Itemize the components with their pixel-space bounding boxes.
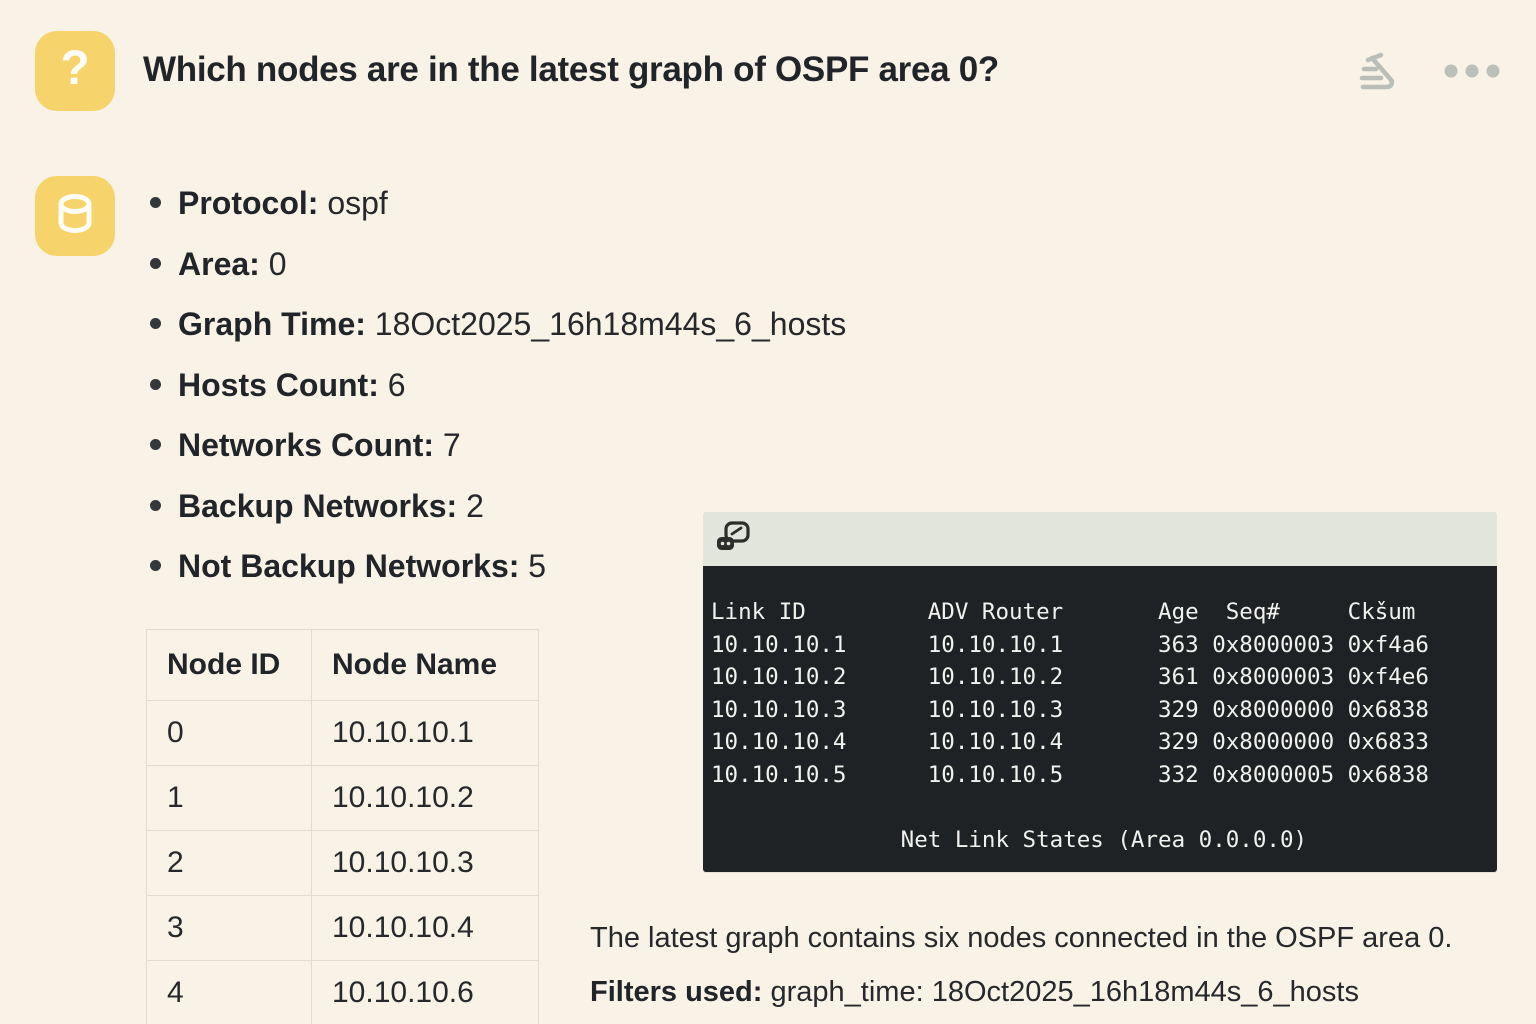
bullet-value: 7 (442, 427, 461, 463)
bullet-value: 2 (466, 487, 484, 524)
router-device-icon (715, 520, 751, 559)
bullet-label: Protocol: (178, 185, 319, 221)
terminal-line (711, 791, 1489, 824)
question-avatar: ? (35, 31, 115, 111)
terminal-line: Net Link States (Area 0.0.0.0) (711, 826, 1308, 853)
table-row: 2 10.10.10.3 (146, 830, 539, 896)
ellipsis-icon (1443, 64, 1501, 85)
node-id-cell: 0 (146, 700, 312, 766)
terminal-line: 10.10.10.3 10.10.10.3 329 0x8000000 0x68… (711, 696, 1429, 723)
table-header-row: Node ID Node Name (146, 629, 539, 701)
node-name-cell: 10.10.10.1 (311, 700, 539, 766)
bullet-label: Networks Count: (178, 427, 434, 463)
bullet-item: Graph Time: 18Oct2025_16h18m44s_6_hosts (150, 307, 846, 341)
bullet-label: Graph Time: (178, 306, 366, 342)
column-header-node-id: Node ID (146, 629, 312, 701)
bullet-value: 0 (268, 245, 287, 282)
bullet-value: ospf (327, 185, 388, 221)
terminal-line: 10.10.10.2 10.10.10.2 361 0x8000003 0xf4… (711, 664, 1429, 690)
bullet-item: Networks Count: 7 (150, 428, 846, 462)
database-icon (50, 189, 100, 244)
more-options-button[interactable] (1443, 60, 1501, 82)
node-table: Node ID Node Name 0 10.10.10.1 1 10.10.1… (146, 629, 539, 1024)
node-id-cell: 4 (146, 960, 312, 1024)
table-row: 0 10.10.10.1 (146, 700, 539, 766)
terminal-output-card: Link ID ADV Router Age Seq# Ckšum 10.10.… (703, 512, 1497, 872)
summary-text: The latest graph contains six nodes conn… (590, 922, 1453, 954)
node-id-cell: 2 (146, 830, 312, 896)
bullet-item: Area: 0 (150, 247, 846, 281)
bullet-label: Hosts Count: (178, 366, 379, 403)
bullet-item: Backup Networks: 2 (150, 489, 846, 523)
bullet-label: Backup Networks: (178, 487, 458, 524)
filters-used-value: graph_time: 18Oct2025_16h18m44s_6_hosts (762, 976, 1359, 1008)
terminal-header (703, 512, 1497, 566)
question-mark-icon: ? (60, 42, 90, 95)
terminal-line: 10.10.10.1 10.10.10.1 363 0x8000003 0xf4… (711, 631, 1429, 658)
node-name-cell: 10.10.10.3 (311, 830, 539, 896)
filters-used-label: Filters used: (590, 976, 763, 1008)
node-name-cell: 10.10.10.4 (311, 895, 539, 961)
node-name-cell: 10.10.10.2 (311, 765, 539, 831)
table-row: 1 10.10.10.2 (146, 765, 539, 831)
column-header-node-name: Node Name (311, 629, 539, 701)
terminal-line: 10.10.10.4 10.10.10.4 329 0x8000000 0x68… (711, 729, 1429, 755)
filters-used-line: Filters used: graph_time: 18Oct2025_16h1… (590, 976, 1359, 1009)
bullet-item: Not Backup Networks: 5 (150, 549, 846, 583)
filter-pen-button[interactable] (1355, 50, 1403, 98)
bullet-label: Not Backup Networks: (178, 548, 520, 584)
answer-avatar (35, 176, 115, 256)
bullet-value: 18Oct2025_16h18m44s_6_hosts (374, 306, 847, 342)
question-title: Which nodes are in the latest graph of O… (143, 50, 999, 89)
table-row: 3 10.10.10.4 (146, 895, 539, 961)
bullet-value: 5 (528, 548, 547, 584)
bullet-value: 6 (387, 366, 406, 403)
filter-pen-icon (1355, 52, 1403, 101)
bullet-label: Area: (178, 245, 260, 282)
terminal-line: 10.10.10.5 10.10.10.5 332 0x8000005 0x68… (711, 761, 1429, 788)
terminal-body: Link ID ADV Router Age Seq# Ckšum 10.10.… (703, 566, 1497, 872)
bullet-item: Protocol: ospf (150, 186, 846, 220)
bullet-item: Hosts Count: 6 (150, 368, 846, 402)
node-name-cell: 10.10.10.6 (311, 960, 539, 1024)
node-id-cell: 3 (146, 895, 312, 961)
answer-bullet-list: Protocol: ospf Area: 0 Graph Time: 18Oct… (150, 186, 846, 610)
table-row: 4 10.10.10.6 (146, 960, 539, 1024)
node-id-cell: 1 (146, 765, 312, 831)
terminal-line: Link ID ADV Router Age Seq# Ckšum (711, 599, 1416, 625)
